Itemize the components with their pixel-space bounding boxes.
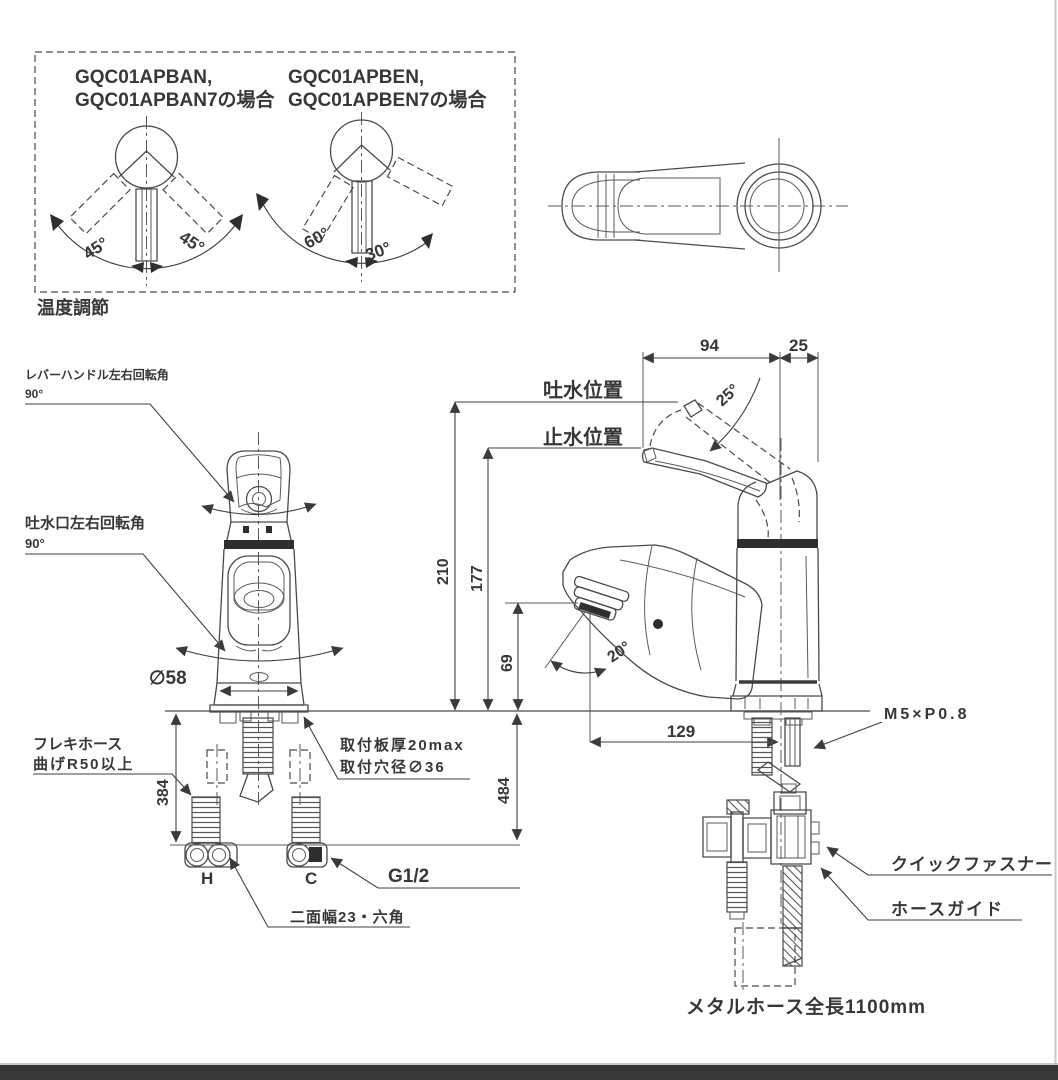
temp-box-caption: 温度調節	[37, 297, 109, 318]
flex-hose-label-2: 曲げR50以上	[33, 755, 135, 773]
side-view-callouts: M5×P0.8 クイックファスナー ホースガイド メタルホース全長1100mm	[686, 706, 1053, 1018]
under-counter-dims: 384 484 フレキホース 曲げR50以上 取付板厚20max 取付穴径∅36…	[33, 713, 523, 927]
flex-hose-label-1: フレキホース	[33, 736, 122, 753]
model-a-line2: GQC01APBAN7の場合	[75, 88, 276, 111]
faucet-front-view: ∅58 H C	[149, 432, 344, 888]
thread-g12-label: G1/2	[388, 866, 429, 887]
angle-a-left: 45°	[80, 233, 112, 263]
side-view-dims: 94 25 吐水位置 止水位置 210 177 69 20° 129	[435, 336, 819, 748]
stop-pos-label: 止水位置	[543, 425, 623, 449]
spout-top-view	[548, 138, 848, 272]
faucet-side-view: 25°	[563, 378, 822, 992]
hose-height-dim: 384	[155, 779, 172, 806]
hex-width-label: 二面幅23・六角	[290, 908, 405, 926]
spout-rotation-value: 90°	[25, 536, 45, 551]
spout-rotation-label: 吐水口左右回転角	[25, 514, 145, 532]
body-diameter-label: ∅58	[149, 668, 187, 689]
quick-fastener-label: クイックファスナー	[891, 855, 1053, 874]
hot-label: H	[201, 869, 213, 888]
hose-guide-label: ホースガイド	[891, 900, 1004, 919]
model-b-line2: GQC01APBEN7の場合	[288, 88, 487, 111]
dim-129: 129	[667, 722, 695, 741]
dim-210: 210	[435, 558, 452, 585]
dim-69: 69	[499, 654, 516, 672]
lever-rotation-label: レバーハンドル左右回転角	[25, 367, 169, 382]
dim-177: 177	[469, 565, 486, 592]
temperature-adjust-box: GQC01APBAN, GQC01APBAN7の場合 GQC01APBEN, G…	[35, 52, 515, 318]
model-a-line1: GQC01APBAN,	[75, 67, 212, 88]
mounting-plate-label: 取付板厚20max	[340, 736, 465, 754]
metal-hose-label: メタルホース全長1100mm	[686, 995, 926, 1018]
handle-angle-diagram-a: 45° 45°	[50, 116, 243, 286]
shank-thread-label: M5×P0.8	[884, 706, 969, 723]
angle-20: 20°	[605, 638, 635, 666]
mounting-hole-label: 取付穴径∅36	[340, 758, 446, 776]
dim-25: 25	[789, 336, 808, 355]
angle-b-right: 30°	[363, 238, 394, 265]
angle-25: 25°	[713, 381, 742, 410]
lever-rotation-value: 90°	[25, 387, 43, 401]
dim-94: 94	[700, 336, 719, 355]
dim-484: 484	[496, 777, 513, 804]
front-view-labels: レバーハンドル左右回転角 90° 吐水口左右回転角 90°	[25, 367, 234, 652]
handle-angle-diagram-b: 60° 30°	[256, 112, 453, 282]
cold-label: C	[305, 869, 317, 888]
bottom-dark-band	[0, 1065, 1058, 1080]
model-b-line1: GQC01APBEN,	[288, 67, 424, 88]
spout-pos-label: 吐水位置	[543, 378, 623, 402]
